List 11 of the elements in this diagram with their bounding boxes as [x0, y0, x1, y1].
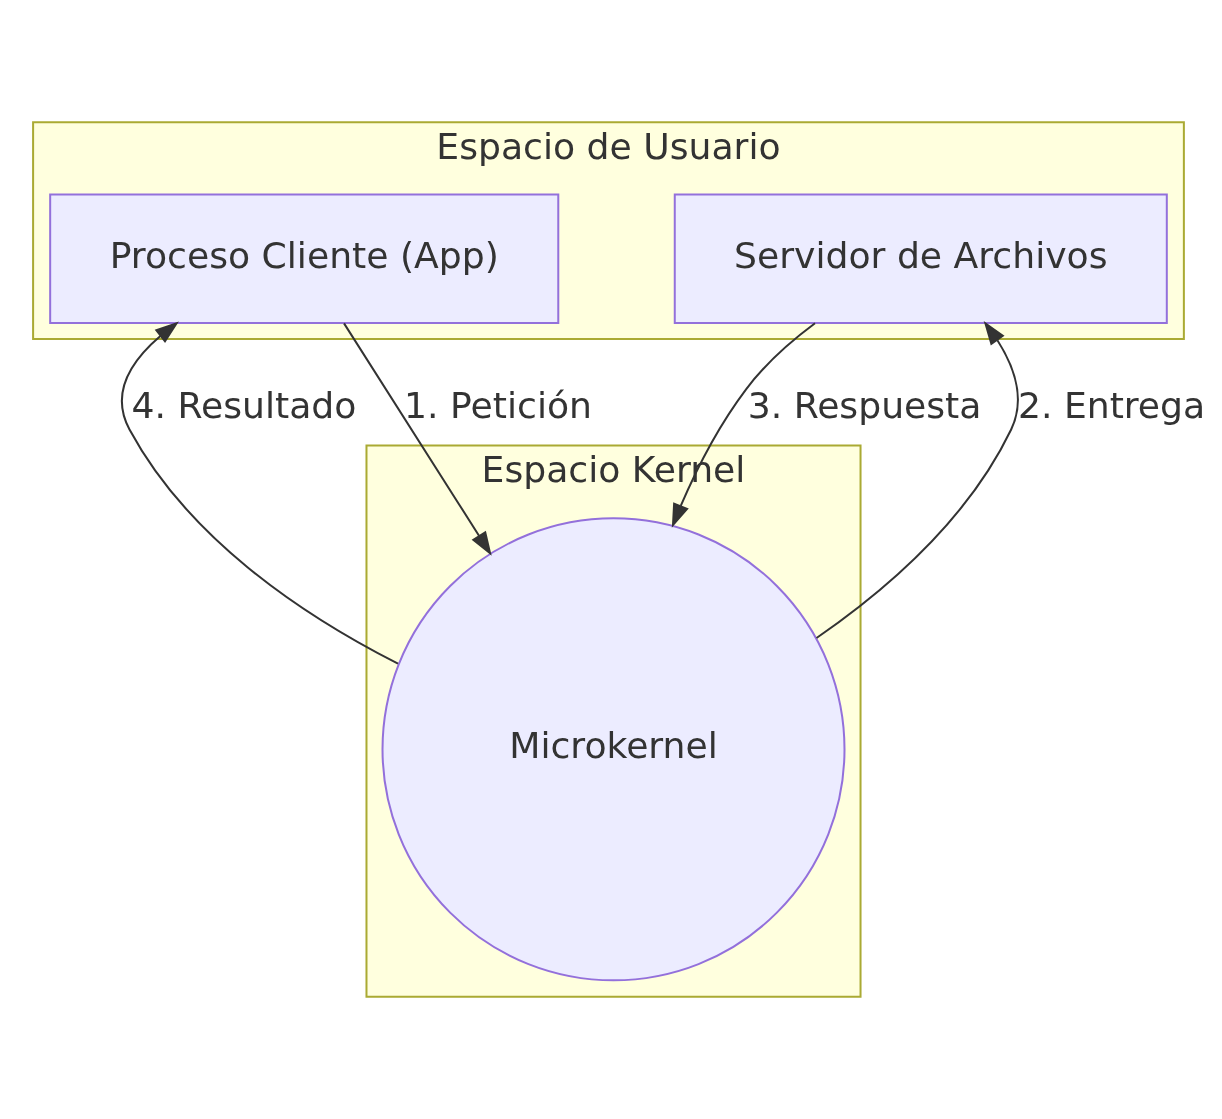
edge-label: 1. Petición [403, 384, 592, 428]
node-circle: Microkernel [381, 517, 845, 982]
edge-label: 4. Resultado [131, 384, 356, 428]
edge-label: 3. Respuesta [747, 384, 981, 428]
arrow [671, 322, 816, 528]
edge-label: 2. Entrega [1017, 384, 1205, 428]
node-box: Servidor de Archivos [673, 193, 1168, 324]
arrow [815, 320, 1019, 639]
arrow [342, 322, 492, 556]
arrow [120, 321, 398, 665]
node-box: Proceso Cliente (App) [48, 193, 559, 324]
